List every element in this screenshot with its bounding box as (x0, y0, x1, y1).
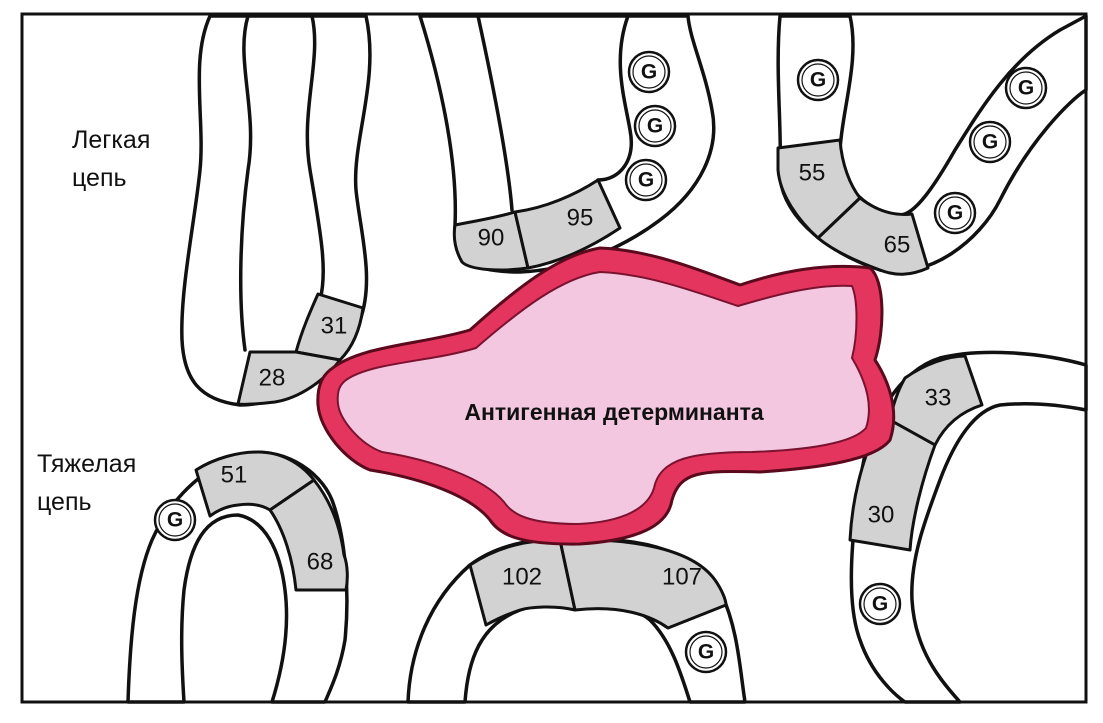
residue-label-55: 55 (799, 160, 826, 187)
light-chain-inner-edge-2 (305, 14, 325, 302)
light-chain-label-line1: Легкая (72, 126, 150, 154)
svg-text:G: G (1018, 77, 1034, 100)
segment-90 (452, 210, 530, 272)
antigen-determinant: Антигенная детерминанта (316, 246, 896, 546)
segment-107 (558, 538, 728, 630)
residue-label-33: 33 (925, 385, 952, 412)
light-chain-inner-edge (238, 14, 253, 352)
light-chain-label-line2: цепь (72, 164, 127, 192)
heavy-chain-loop: G (126, 450, 349, 704)
top-middle-inner-edge (476, 14, 633, 212)
residue-label-31: 31 (321, 313, 348, 340)
top-right-loop: G G G G (776, 14, 1088, 276)
svg-text:G: G (810, 69, 826, 92)
heavy-chain-label-line2: цепь (37, 488, 92, 516)
svg-text:G: G (641, 61, 657, 84)
residue-label-28: 28 (259, 365, 286, 392)
svg-text:G: G (698, 641, 714, 664)
segment-68 (268, 478, 349, 592)
svg-text:G: G (982, 131, 998, 154)
svg-text:G: G (638, 169, 654, 192)
residue-label-30: 30 (868, 502, 895, 529)
svg-text:G: G (647, 115, 663, 138)
glyco-marker-right: G (858, 582, 902, 626)
residue-label-95: 95 (567, 205, 594, 232)
glyco-marker-bottom-middle: G (684, 630, 728, 674)
segment-65 (816, 196, 930, 276)
bottom-middle-loop: G (406, 537, 747, 704)
residue-label-90: 90 (478, 225, 505, 252)
glyco-marker-top-middle-1: G (627, 50, 671, 94)
light-chain-loop (180, 14, 372, 407)
glyco-marker-top-middle-2: G (633, 104, 677, 148)
glyco-marker-top-right-1: G (796, 58, 840, 102)
svg-text:G: G (947, 202, 963, 225)
svg-text:G: G (872, 593, 888, 616)
residue-label-107: 107 (662, 564, 702, 591)
residue-label-51: 51 (221, 462, 248, 489)
glyco-marker-heavy-chain: G (153, 498, 197, 542)
residue-label-65: 65 (884, 232, 911, 259)
antigen-label: Антигенная детерминанта (464, 399, 764, 425)
heavy-chain-label-line1: Тяжелая (37, 450, 136, 478)
glyco-marker-top-right-3: G (968, 120, 1012, 164)
segment-102 (468, 538, 577, 627)
svg-text:G: G (167, 509, 183, 532)
segment-33 (888, 354, 984, 447)
glyco-marker-top-middle-3: G (624, 158, 668, 202)
top-middle-loop: G G G (418, 14, 716, 274)
antigen-inner-area (336, 271, 870, 525)
glyco-marker-top-right-2: G (1004, 66, 1048, 110)
glyco-marker-top-right-4: G (933, 191, 977, 235)
residue-label-68: 68 (307, 549, 334, 576)
segment-95 (513, 178, 622, 270)
residue-label-102: 102 (502, 564, 542, 591)
